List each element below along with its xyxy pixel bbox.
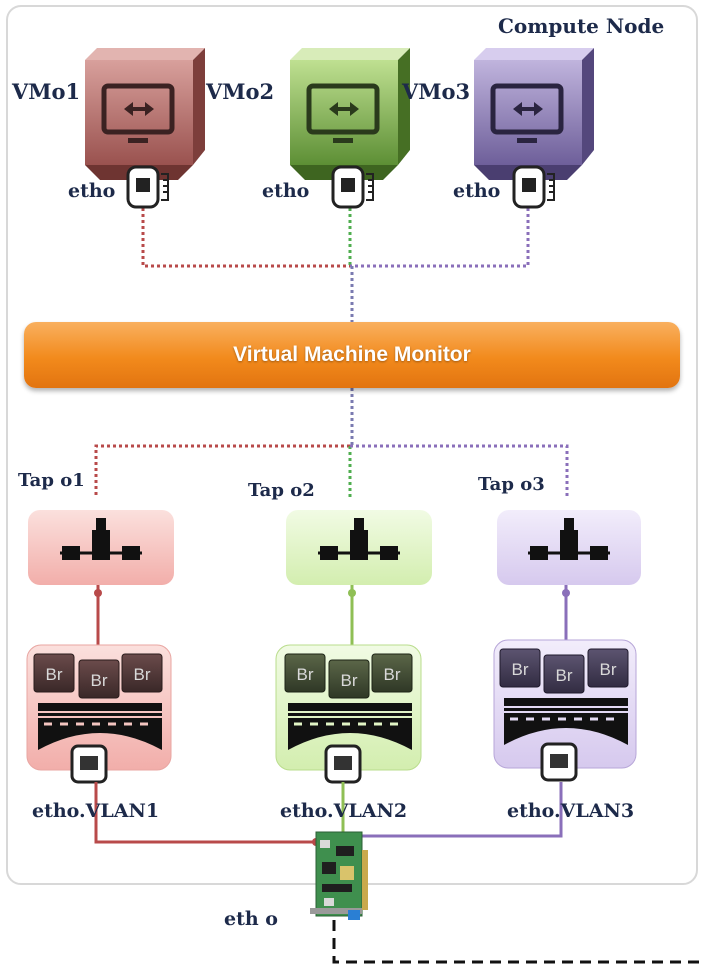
vm-1-nic-icon: [126, 165, 169, 209]
vm-2-nic-label: etho: [262, 180, 310, 202]
vm-3-nic-label: etho: [453, 180, 501, 202]
vmm-label: Virtual Machine Monitor: [233, 343, 471, 366]
tap-2-label: Tap o2: [248, 480, 315, 501]
vm-1-icon: [85, 48, 205, 180]
vm-2-label: VMo2: [206, 79, 275, 104]
vm-3-icon: [474, 48, 594, 180]
tap-3-box: [497, 510, 641, 585]
vm-links: [141, 208, 530, 446]
virtual-machine-monitor: Virtual Machine Monitor: [24, 322, 680, 388]
tap-3-label: Tap o3: [478, 474, 545, 495]
bridge-3-br-icon: Br: [600, 660, 617, 679]
uplink-cable: [332, 920, 702, 964]
bridge-3-box: [493, 639, 637, 782]
bridge-1-br-icon: Br: [91, 671, 108, 690]
vlan-2-label: etho.VLAN2: [280, 800, 408, 822]
bridge-2-box: [275, 644, 422, 784]
bridge-3-br-icon: Br: [512, 660, 529, 679]
vm-3-label: VMo3: [402, 79, 471, 104]
tap-bridge-links: [94, 585, 570, 645]
physical-nic-label: eth o: [224, 908, 278, 930]
physical-nic-card-icon: [310, 831, 368, 920]
vlan-1-label: etho.VLAN1: [32, 800, 160, 822]
bridge-3-br-icon: Br: [556, 666, 573, 685]
bridge-1-br-icon: Br: [46, 665, 63, 684]
bridge-1-br-icon: Br: [134, 665, 151, 684]
tap-1-box: [28, 510, 174, 585]
vm-2-nic-icon: [331, 165, 374, 209]
bridge-1-box: [26, 644, 172, 784]
tap-2-box: [286, 510, 432, 585]
tap-links: [94, 444, 569, 497]
bridge-2-br-icon: Br: [384, 665, 401, 684]
vm-3-nic-icon: [512, 165, 555, 209]
vlan-3-label: etho.VLAN3: [507, 800, 635, 822]
tap-1-label: Tap o1: [18, 470, 85, 491]
vm-2-icon: [290, 48, 410, 180]
bridge-2-br-icon: Br: [341, 671, 358, 690]
bridge-2-br-icon: Br: [297, 665, 314, 684]
vm-1-label: VMo1: [12, 79, 81, 104]
vm-1-nic-label: etho: [68, 180, 116, 202]
compute-node-title: Compute Node: [498, 14, 665, 38]
